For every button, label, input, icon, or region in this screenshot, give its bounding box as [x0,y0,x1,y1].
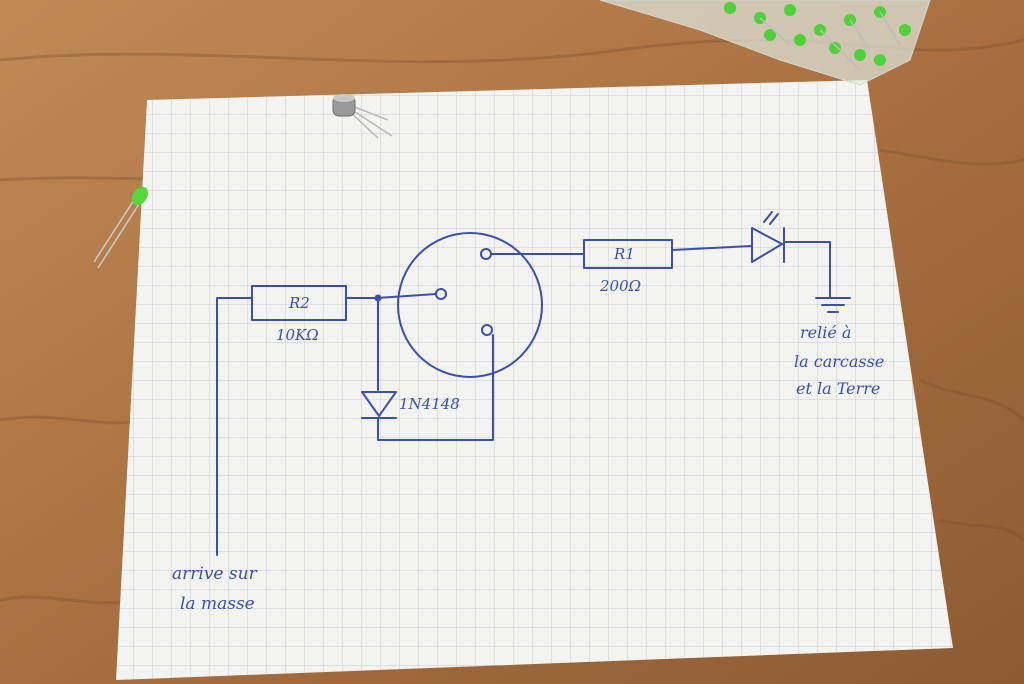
ground-symbol [815,297,851,313]
graph-paper-sheet [116,80,953,680]
to-transistor [332,94,393,139]
ground-note-line1: relié à [800,323,851,342]
circuit-schematic [216,211,851,556]
green-led [93,186,149,269]
r2-value: 10KΩ [276,326,319,344]
r2-label: R2 [288,294,310,312]
led-light-arrows [763,211,779,225]
input-note-line1: arrive sur [172,564,258,584]
resistor-r2 [251,285,347,321]
diode-wire [377,297,494,441]
r1-to-led-wire [671,245,753,251]
switch-contact-left [435,288,447,300]
rotary-switch-body [397,232,543,378]
input-note-line2: la masse [180,594,255,614]
input-wire [216,297,253,556]
bag-of-green-leds [599,0,931,86]
r1-label: R1 [613,245,635,263]
led-to-ground-wire [783,241,831,299]
ground-note-line2: la carcasse [794,352,884,371]
resistor-r1 [583,239,673,269]
ground-note-line3: et la Terre [796,379,880,398]
r1-value: 200Ω [599,277,641,295]
led-symbol [751,227,785,263]
diode-label: 1N4148 [399,395,460,413]
diode-1n4148 [361,391,397,419]
switch-contact-bottom [481,324,493,336]
